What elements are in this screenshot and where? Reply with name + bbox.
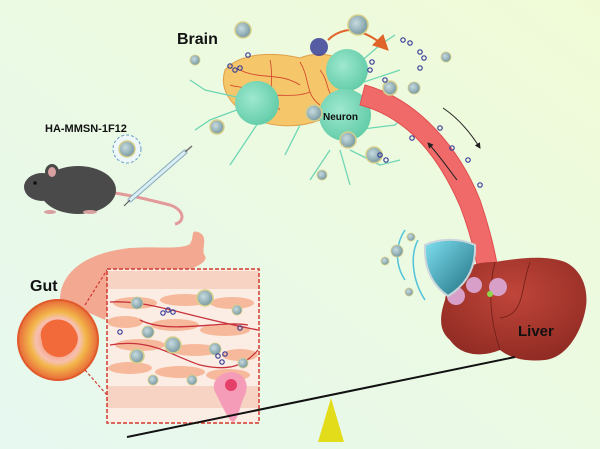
nanoparticle <box>164 336 182 354</box>
liver-lobe-line <box>490 261 501 351</box>
nanoparticle <box>404 287 414 297</box>
drug-molecule <box>400 37 406 43</box>
neuron-body <box>235 81 279 125</box>
liver-group: Liver <box>396 229 587 361</box>
mouse-eye <box>33 181 37 185</box>
mouse-paw <box>83 210 97 214</box>
nanoparticle <box>141 325 155 339</box>
immune-cell-green <box>487 291 493 297</box>
drug-aggregate <box>310 38 328 56</box>
nanoparticle <box>305 104 323 122</box>
shield-icon <box>423 238 477 298</box>
drug-molecule <box>160 310 166 316</box>
drug-molecule <box>117 329 123 335</box>
drug-molecule <box>417 49 423 55</box>
nanoparticle <box>234 21 252 39</box>
drug-molecule <box>222 351 228 357</box>
nanoparticle-layer <box>118 14 452 386</box>
drug-molecule <box>407 40 413 46</box>
goblet-cell <box>213 372 247 422</box>
neuron-body <box>326 49 368 91</box>
balance-beam <box>126 356 516 438</box>
immune-cell <box>489 278 507 296</box>
drug-molecule-layer <box>117 37 483 365</box>
barrier-arc <box>412 239 426 301</box>
nanoparticle <box>130 296 144 310</box>
drug-molecule <box>245 52 251 58</box>
nanoparticle <box>196 289 214 307</box>
drug-molecule <box>165 307 171 313</box>
tissue-frame <box>106 268 260 424</box>
gut-group: Gut <box>17 231 260 424</box>
immune-cell <box>466 277 482 293</box>
nanoparticle <box>440 51 452 63</box>
nanoparticle <box>129 348 145 364</box>
nanoparticle <box>189 54 201 66</box>
mouse-tail <box>107 190 184 226</box>
drug-molecule <box>417 65 423 71</box>
gut-label: Gut <box>30 278 58 295</box>
liver-lobe-line <box>499 261 531 319</box>
flow-arrow-down <box>442 107 481 149</box>
mouse-paw <box>44 210 56 214</box>
nanoparticle <box>339 131 357 149</box>
drug-molecule <box>227 63 233 69</box>
drug-molecule <box>409 135 415 141</box>
drug-molecule <box>377 152 383 158</box>
mouse-head <box>24 173 60 201</box>
drug-molecule <box>237 65 243 71</box>
zoom-line <box>84 369 108 396</box>
drug-molecule <box>170 309 176 315</box>
nanoparticle-label: HA-MMSN-1F12 <box>45 123 127 135</box>
mouse-ear-inner <box>48 167 56 177</box>
drug-molecule <box>383 157 389 163</box>
nanoparticle <box>382 80 398 96</box>
drug-molecule <box>232 67 238 73</box>
nanoparticle <box>407 81 421 95</box>
drug-molecule <box>465 157 471 163</box>
liver-label: Liver <box>518 323 554 340</box>
nanoparticle <box>118 140 136 158</box>
drug-molecule <box>477 182 483 188</box>
drug-molecule <box>437 125 443 131</box>
brain-label: Brain <box>177 31 218 48</box>
drug-molecule <box>449 145 455 151</box>
nanoparticle <box>237 357 249 369</box>
drug-molecule <box>421 55 427 61</box>
mouse <box>24 164 184 226</box>
nanoparticle <box>390 244 404 258</box>
mouse-body <box>40 166 116 214</box>
drug-molecule <box>367 67 373 73</box>
nanoparticle <box>231 304 243 316</box>
drug-molecule <box>219 359 225 365</box>
epithelium-top <box>107 271 259 289</box>
intestine-lumen <box>40 319 78 358</box>
nanoparticle <box>380 256 390 266</box>
zoom-line <box>84 269 108 306</box>
drug-molecule <box>215 353 221 359</box>
nanoparticle <box>406 232 416 242</box>
syringe <box>123 145 193 207</box>
brain-group: Neuron Brain <box>177 29 411 186</box>
nanoparticle <box>316 169 328 181</box>
neuron-body <box>319 89 371 141</box>
nanoparticle <box>209 119 225 135</box>
tissue-cells <box>107 294 258 381</box>
neuron-label: Neuron <box>323 112 358 123</box>
drug-molecule <box>382 77 388 83</box>
fulcrum <box>318 398 344 442</box>
nanoparticle <box>347 14 369 36</box>
nanoparticle <box>365 146 383 164</box>
flow-arrow-up <box>427 142 458 181</box>
nanoparticle <box>208 342 222 356</box>
drug-molecule <box>369 59 375 65</box>
drug-molecule <box>237 325 243 331</box>
goblet-cell-nucleus <box>225 379 237 391</box>
nanoparticle <box>147 374 159 386</box>
nanoparticle <box>186 374 198 386</box>
